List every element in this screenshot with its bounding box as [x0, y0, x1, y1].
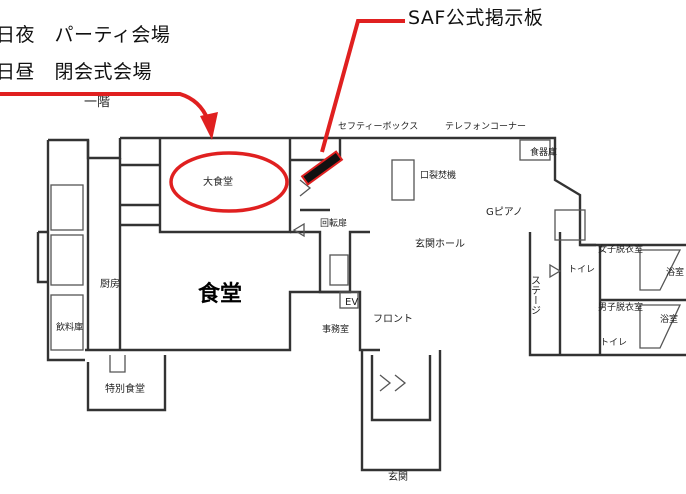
room-toilet-men: トイレ	[600, 338, 627, 348]
room-stage: ステージ	[529, 275, 540, 315]
room-front-desk: フロント	[373, 314, 413, 325]
room-reception: 回転扉	[320, 217, 347, 229]
floor-label: 一階	[84, 95, 110, 110]
room-phone-corner: テレフォンコーナー	[445, 121, 526, 132]
annotation-closing-venue: 日昼 閉会式会場	[0, 61, 153, 83]
room-bath-women: 浴室	[666, 266, 684, 278]
room-storage: 食器庫	[530, 146, 557, 158]
room-lobby: 玄関ホール	[415, 237, 465, 250]
room-office: 事務室	[322, 323, 349, 335]
annotation-party-venue: 日夜 パーティ会場	[0, 24, 171, 46]
room-toilet-women: トイレ	[568, 265, 595, 275]
room-dining-hall: 食堂	[198, 282, 243, 307]
room-elevator: EV	[345, 297, 358, 308]
saf-board-marker	[300, 150, 344, 186]
room-special-dining: 特別食堂	[105, 382, 145, 395]
highlight-banquet-ellipse	[169, 151, 289, 213]
arrow-to-saf-board	[320, 19, 405, 153]
room-drinking: 飲料庫	[56, 321, 83, 333]
room-bath-men: 浴室	[660, 313, 678, 325]
arrow-head-banquet	[200, 112, 218, 140]
room-labels: 大食堂 厨房 特別食堂 玄関ホール フロント 事務室 EV Gピアノ 女子脱衣室…	[56, 121, 684, 483]
room-piano: Gピアノ	[486, 206, 523, 218]
room-safety-box: セフティーボックス	[338, 121, 418, 132]
room-lockers: 口裂焚機	[420, 169, 456, 181]
room-entrance: 玄関	[388, 470, 408, 483]
room-womens-dressing: 女子脱衣室	[598, 243, 643, 255]
room-large-banquet: 大食堂	[203, 175, 233, 188]
room-mens-dressing: 男子脱衣室	[598, 301, 643, 313]
fixtures	[50, 139, 682, 392]
annotation-saf-board: SAF公式掲示板	[408, 7, 544, 29]
room-kitchen: 厨房	[100, 277, 120, 290]
walls	[36, 136, 686, 472]
